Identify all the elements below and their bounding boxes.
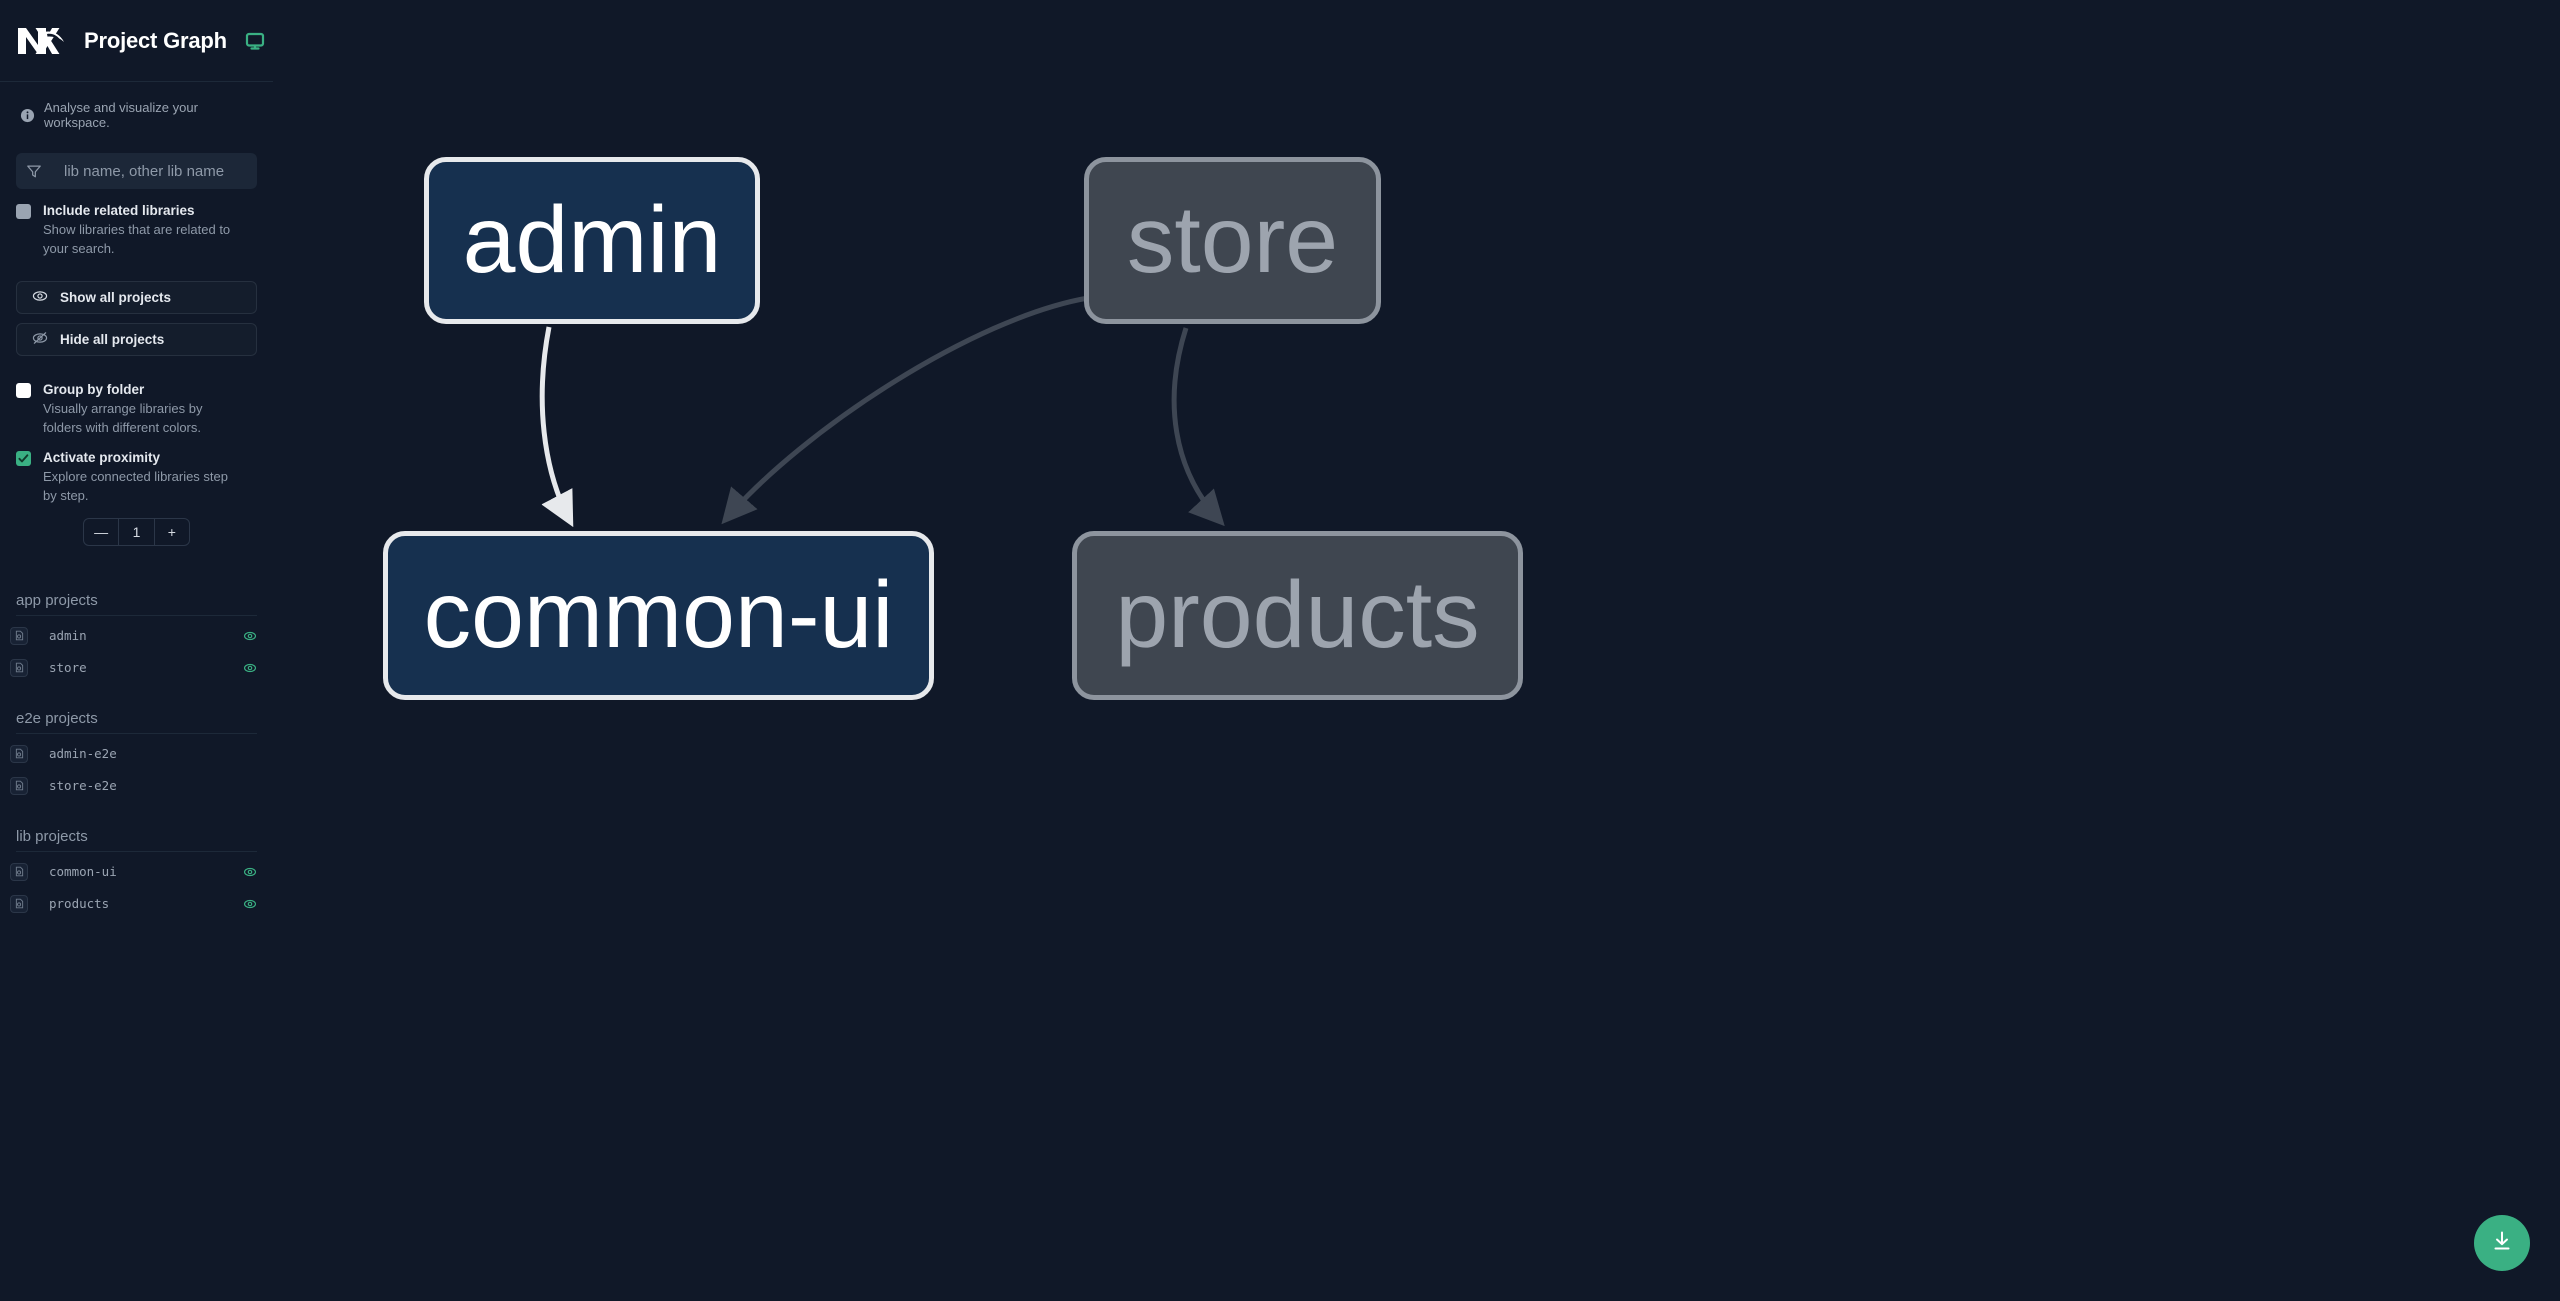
sidebar-tagline: Analyse and visualize your workspace. <box>0 82 273 130</box>
graph-node-products[interactable]: products <box>1072 531 1523 700</box>
project-name: store-e2e <box>49 778 117 793</box>
proximity-decrement-button[interactable]: — <box>94 524 109 540</box>
divider <box>16 851 257 852</box>
project-file-icon <box>10 626 28 645</box>
graph-node-label: common-ui <box>423 562 894 668</box>
project-name: common-ui <box>49 864 117 879</box>
graph-node-admin[interactable]: admin <box>424 157 760 324</box>
page-title: Project Graph <box>84 27 227 53</box>
option-include-related[interactable]: Include related libraries Show libraries… <box>0 189 273 258</box>
project-name: admin-e2e <box>49 746 117 761</box>
proximity-increment-button[interactable]: + <box>167 524 176 540</box>
project-list-item[interactable]: admin <box>0 623 273 648</box>
download-image-button[interactable] <box>2474 1215 2530 1271</box>
project-file-icon <box>10 744 28 763</box>
graph-edges <box>539 295 1225 528</box>
project-group-title: lib projects <box>16 828 88 845</box>
project-group: e2e projects admin-e2e store-e2e <box>0 710 273 798</box>
project-name: products <box>49 896 110 911</box>
edge-store-to-common-ui <box>721 295 1089 525</box>
proximity-value: 1 <box>118 519 155 545</box>
hide-all-projects-label: Hide all projects <box>60 332 165 347</box>
project-file-icon <box>10 862 28 881</box>
edge-admin-to-common-ui <box>539 326 574 528</box>
option-activate-proximity[interactable]: Activate proximity Explore connected lib… <box>0 437 273 505</box>
graph-node-label: store <box>1126 187 1339 293</box>
sidebar-header: Project Graph <box>0 0 273 82</box>
filter-funnel-icon <box>16 163 52 179</box>
project-group-title: app projects <box>16 592 98 609</box>
project-file-icon <box>10 658 28 677</box>
graph-node-label: admin <box>462 187 722 293</box>
activate-proximity-description: Explore connected libraries step by step… <box>43 469 228 503</box>
monitor-icon[interactable] <box>245 31 265 51</box>
project-group: app projects admin store <box>0 592 273 680</box>
project-group-title: e2e projects <box>16 710 98 727</box>
project-list-item[interactable]: products <box>0 891 273 916</box>
graph-node-store[interactable]: store <box>1084 157 1381 324</box>
project-list-item[interactable]: store <box>0 655 273 680</box>
project-visible-eye-icon[interactable] <box>243 865 257 879</box>
nx-logo-icon <box>16 20 66 62</box>
divider <box>16 615 257 616</box>
group-by-folder-label: Group by folder <box>43 382 145 397</box>
eye-off-icon <box>32 330 48 349</box>
project-group: lib projects common-ui products <box>0 828 273 916</box>
project-file-icon <box>10 894 28 913</box>
proximity-stepper[interactable]: — 1 + <box>83 518 190 546</box>
activate-proximity-label: Activate proximity <box>43 450 161 465</box>
project-groups: app projects admin store e2e projects admin-… <box>0 592 273 916</box>
eye-icon <box>32 288 48 307</box>
project-file-icon <box>10 776 28 795</box>
graph-node-label: products <box>1115 562 1480 668</box>
include-related-description: Show libraries that are related to your … <box>43 222 231 256</box>
project-list-item[interactable]: admin-e2e <box>0 741 273 766</box>
hide-all-projects-button[interactable]: Hide all projects <box>16 323 257 356</box>
graph-canvas[interactable]: admin store common-ui products <box>273 0 2560 1301</box>
graph-node-common-ui[interactable]: common-ui <box>383 531 934 700</box>
project-visible-eye-icon[interactable] <box>243 897 257 911</box>
group-by-folder-description: Visually arrange libraries by folders wi… <box>43 401 203 435</box>
group-by-folder-checkbox[interactable] <box>16 383 31 398</box>
show-all-projects-button[interactable]: Show all projects <box>16 281 257 314</box>
project-name: admin <box>49 628 87 643</box>
edge-store-to-products <box>1171 327 1225 527</box>
sidebar: Project Graph Analyse and visualize your… <box>0 0 273 1301</box>
tagline-text: Analyse and visualize your workspace. <box>44 100 198 130</box>
divider <box>16 733 257 734</box>
include-related-checkbox[interactable] <box>16 204 31 219</box>
include-related-label: Include related libraries <box>43 203 195 218</box>
download-icon <box>2490 1229 2514 1258</box>
project-visible-eye-icon[interactable] <box>243 661 257 675</box>
project-list-item[interactable]: store-e2e <box>0 773 273 798</box>
info-icon <box>20 108 35 123</box>
project-visible-eye-icon[interactable] <box>243 629 257 643</box>
show-all-projects-label: Show all projects <box>60 290 172 305</box>
option-group-by-folder[interactable]: Group by folder Visually arrange librari… <box>0 356 273 437</box>
activate-proximity-checkbox[interactable] <box>16 451 31 466</box>
project-name: store <box>49 660 87 675</box>
search-input[interactable] <box>52 162 257 180</box>
search-box[interactable] <box>16 153 257 189</box>
project-list-item[interactable]: common-ui <box>0 859 273 884</box>
